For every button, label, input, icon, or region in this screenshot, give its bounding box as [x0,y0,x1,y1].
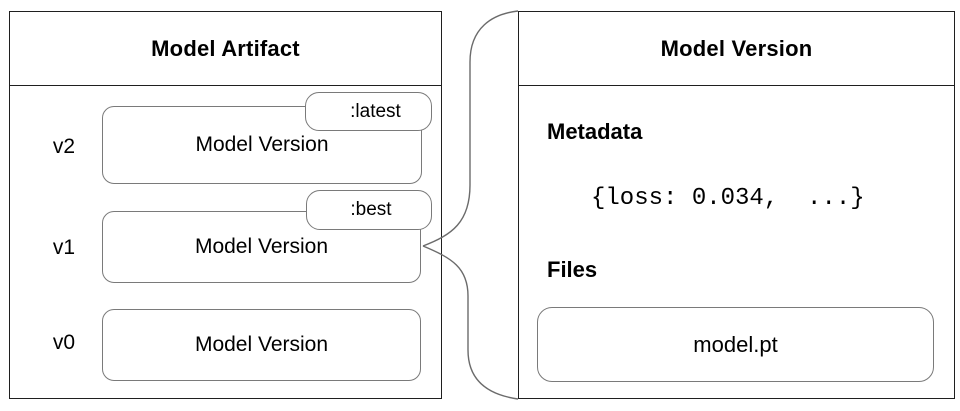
version-label-v0: v0 [52,331,76,354]
model-artifact-header: Model Artifact [10,12,441,86]
alias-tag-latest-label: :latest [350,100,401,122]
model-version-box-v0-label: Model Version [194,333,329,356]
model-artifact-title: Model Artifact [151,35,300,61]
model-version-box-v0: Model Version [102,309,421,381]
files-heading: Files [547,257,598,282]
file-box: model.pt [537,307,934,382]
model-version-box-v1-label: Model Version [194,235,329,258]
model-version-detail-panel: Model Version Metadata {loss: 0.034, ...… [518,11,955,399]
model-version-box-v2-label: Model Version [195,133,329,156]
alias-tag-best-label: :best [350,199,392,220]
version-label-v2: v2 [52,135,76,158]
alias-tag-best: :best [306,190,432,230]
model-version-detail-title: Model Version [660,35,813,61]
file-name: model.pt [693,331,778,357]
metadata-heading: Metadata [547,119,643,144]
version-label-v1: v1 [52,236,76,259]
alias-tag-latest: :latest [305,92,432,131]
model-version-detail-header: Model Version [519,12,954,86]
metadata-value: {loss: 0.034, ...} [591,185,865,212]
model-artifact-panel: Model Artifact v2 Model Version :latest … [9,11,442,399]
